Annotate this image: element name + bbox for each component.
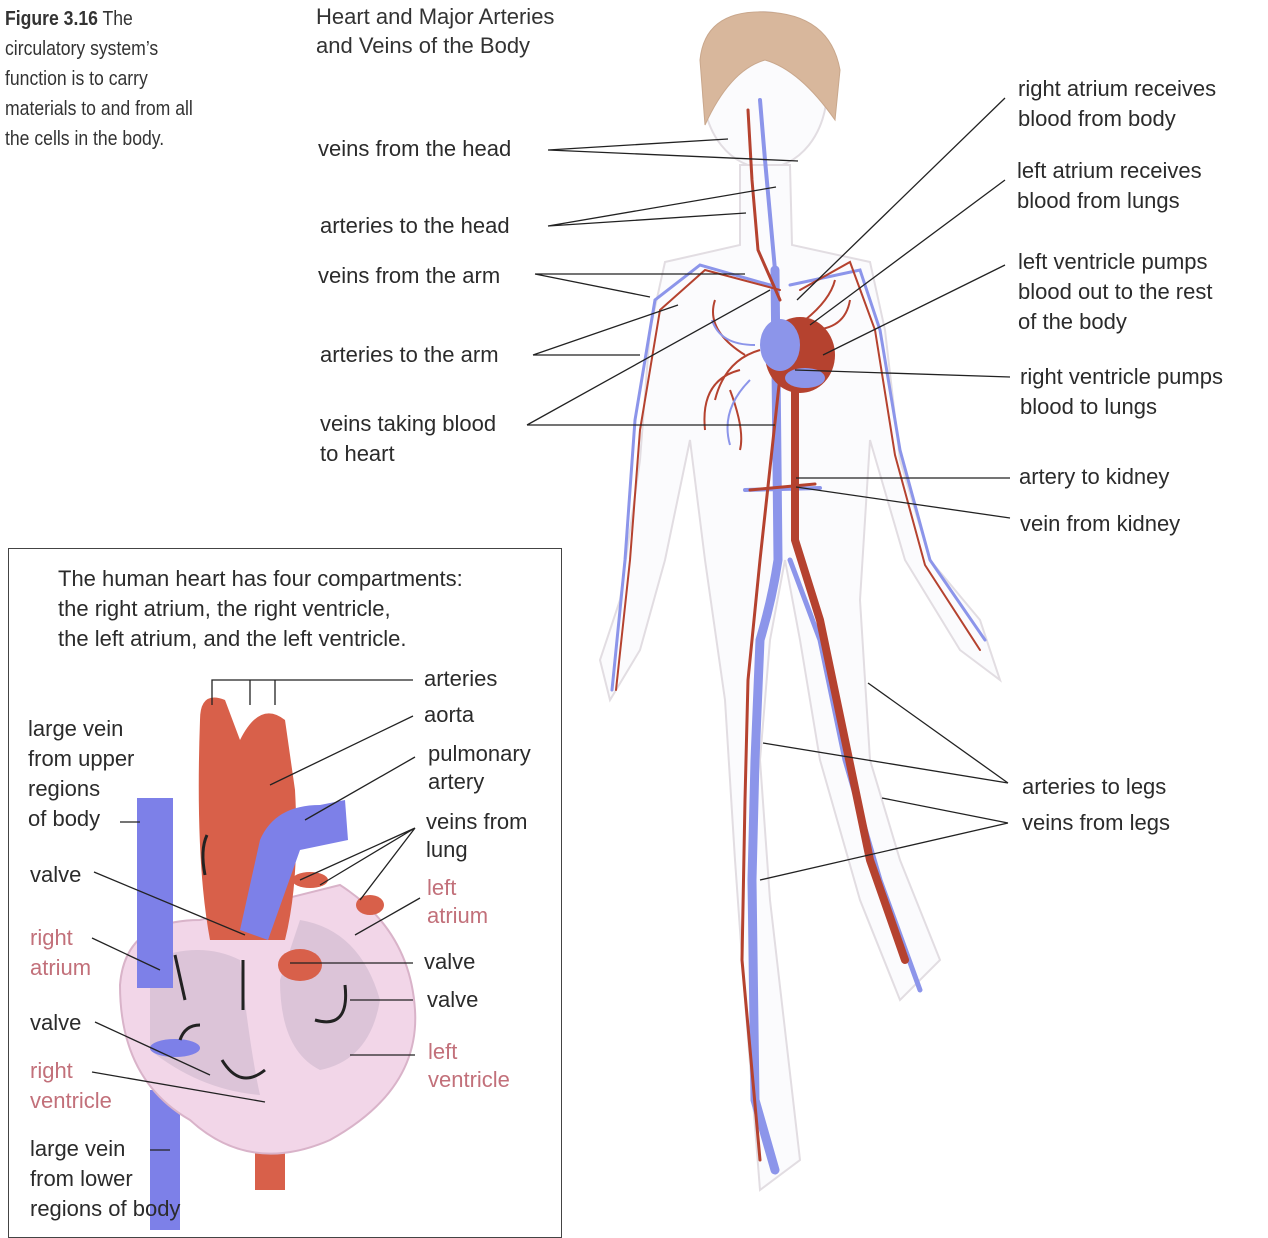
intro-line: The human heart has four compartments: bbox=[58, 564, 463, 594]
label-line: left ventricle pumps bbox=[1018, 247, 1212, 277]
intro-line: the left atrium, and the left ventricle. bbox=[58, 624, 463, 654]
label-line: regions of body bbox=[30, 1194, 180, 1224]
label-line: atrium bbox=[427, 902, 488, 930]
label-valve-mitral: valve bbox=[424, 947, 475, 977]
label-veins-from-lung: veins from lung bbox=[426, 808, 527, 864]
label-left-ventricle: left ventricle bbox=[428, 1038, 510, 1094]
label-line: pulmonary bbox=[428, 740, 531, 768]
label-line: right ventricle pumps bbox=[1020, 362, 1223, 392]
label-line: veins taking blood bbox=[320, 409, 496, 439]
label-valve-aortic: valve bbox=[427, 985, 478, 1015]
label-right-ventricle: right ventricle bbox=[30, 1056, 112, 1116]
label-arteries-to-legs: arteries to legs bbox=[1022, 772, 1166, 802]
label-vein-from-kidney: vein from kidney bbox=[1020, 509, 1180, 539]
inset-intro: The human heart has four compartments: t… bbox=[58, 564, 463, 654]
label-line: lung bbox=[426, 836, 527, 864]
label-line: ventricle bbox=[30, 1086, 112, 1116]
label-line: right atrium receives bbox=[1018, 74, 1216, 104]
label-arteries-to-head: arteries to the head bbox=[320, 211, 510, 241]
label-left-atrium-receives: left atrium receives blood from lungs bbox=[1017, 156, 1202, 216]
label-line: right bbox=[30, 1056, 112, 1086]
label-line: atrium bbox=[30, 953, 91, 983]
label-line: to heart bbox=[320, 439, 496, 469]
label-line: right bbox=[30, 923, 91, 953]
label-large-vein-lower: large vein from lower regions of body bbox=[30, 1134, 180, 1224]
label-pulmonary-artery: pulmonary artery bbox=[428, 740, 531, 796]
label-arteries: arteries bbox=[424, 664, 497, 694]
label-veins-taking-blood: veins taking blood to heart bbox=[320, 409, 496, 469]
label-line: of the body bbox=[1018, 307, 1212, 337]
label-line: left bbox=[427, 874, 488, 902]
label-right-atrium: right atrium bbox=[30, 923, 91, 983]
label-line: ventricle bbox=[428, 1066, 510, 1094]
label-valve-tricuspid: valve bbox=[30, 1008, 81, 1038]
label-left-atrium: left atrium bbox=[427, 874, 488, 930]
label-left-ventricle-pumps: left ventricle pumps blood out to the re… bbox=[1018, 247, 1212, 337]
label-veins-from-head: veins from the head bbox=[318, 134, 511, 164]
label-line: blood out to the rest bbox=[1018, 277, 1212, 307]
label-veins-from-arm: veins from the arm bbox=[318, 261, 500, 291]
label-line: blood from body bbox=[1018, 104, 1216, 134]
label-right-ventricle-pumps: right ventricle pumps blood to lungs bbox=[1020, 362, 1223, 422]
label-arteries-to-arm: arteries to the arm bbox=[320, 340, 499, 370]
label-line: veins from bbox=[426, 808, 527, 836]
label-artery-to-kidney: artery to kidney bbox=[1019, 462, 1169, 492]
label-line: large vein bbox=[28, 714, 134, 744]
label-line: blood to lungs bbox=[1020, 392, 1223, 422]
label-veins-from-legs: veins from legs bbox=[1022, 808, 1170, 838]
label-line: of body bbox=[28, 804, 134, 834]
label-line: blood from lungs bbox=[1017, 186, 1202, 216]
label-valve-pulmonary: valve bbox=[30, 860, 81, 890]
label-line: from upper bbox=[28, 744, 134, 774]
label-line: regions bbox=[28, 774, 134, 804]
label-line: from lower bbox=[30, 1164, 180, 1194]
label-line: left bbox=[428, 1038, 510, 1066]
label-line: large vein bbox=[30, 1134, 180, 1164]
label-right-atrium-receives: right atrium receives blood from body bbox=[1018, 74, 1216, 134]
label-large-vein-upper: large vein from upper regions of body bbox=[28, 714, 134, 834]
label-line: artery bbox=[428, 768, 531, 796]
label-aorta: aorta bbox=[424, 700, 474, 730]
label-line: left atrium receives bbox=[1017, 156, 1202, 186]
intro-line: the right atrium, the right ventricle, bbox=[58, 594, 463, 624]
body-outline bbox=[600, 12, 1000, 1190]
